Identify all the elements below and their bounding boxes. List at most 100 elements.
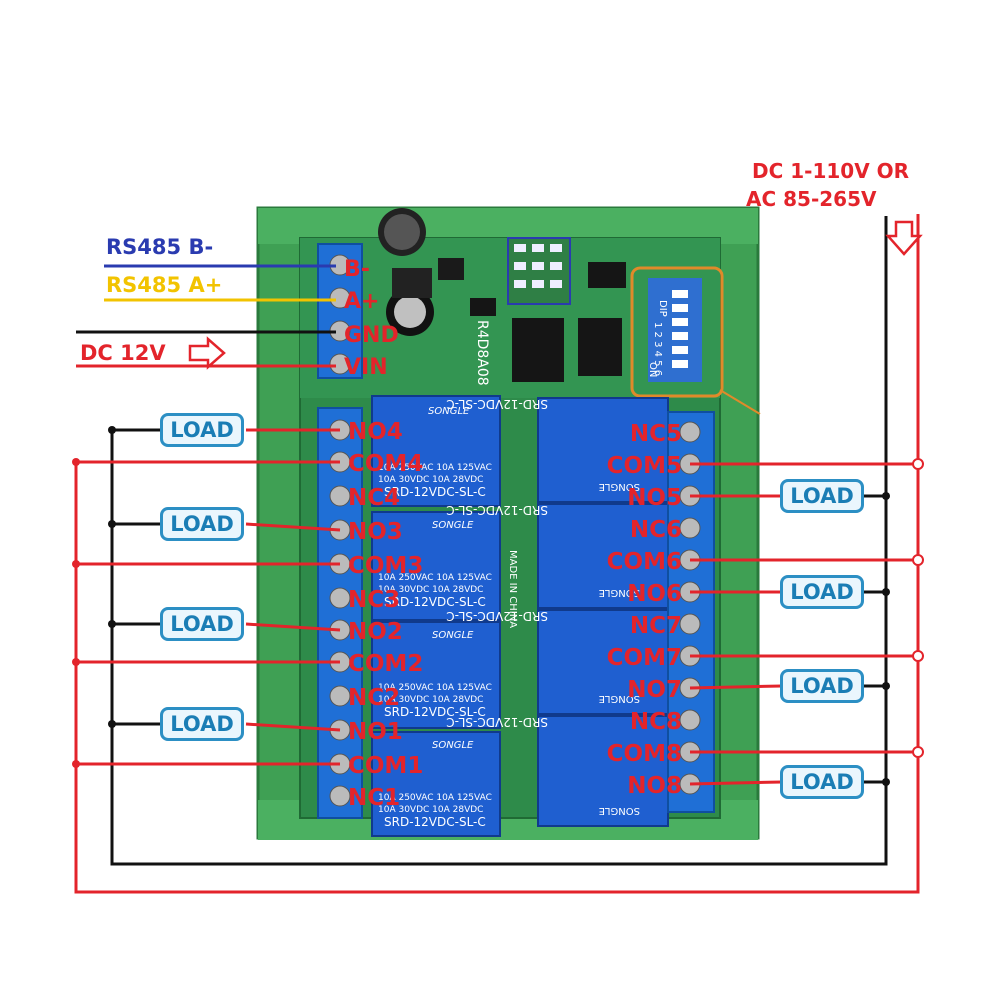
- load-right-3: LOAD: [780, 669, 864, 703]
- capacitor-mid-cap: [394, 296, 426, 328]
- terminal-vin-label: VIN: [344, 355, 388, 380]
- load-left-4: LOAD: [160, 707, 244, 741]
- load-right-2: LOAD: [780, 575, 864, 609]
- junction-right-red-1: [912, 458, 924, 470]
- relay-rating2-l3: 10A 30VDC 10A 28VDC: [378, 695, 483, 705]
- supply-black-loop: [110, 216, 888, 866]
- ic-driver-1: [578, 318, 622, 376]
- relay-model-r3: SRD-12VDC-SL-C: [446, 609, 548, 623]
- junction-left-red-3: [72, 658, 80, 666]
- relay-brand-l2: SONGLE: [432, 520, 474, 531]
- relay-pin-labels: NO4COM4NC4NO3COM3NC3NO2COM2NC2NO1COM1NC1…: [348, 419, 682, 811]
- relay-model-r1: SRD-12VDC-SL-C: [446, 397, 548, 411]
- ic-driver-2: [588, 262, 626, 288]
- relay-rating1-l1: 10A 250VAC 10A 125VAC: [378, 463, 492, 473]
- relay-brand-r3: SONGLE: [599, 693, 640, 704]
- right-screw-1: [679, 421, 701, 443]
- power-terminal-screws: [329, 254, 351, 375]
- rs485-a-label: RS485 A+: [106, 273, 222, 297]
- relay-rating2-l4: 10A 30VDC 10A 28VDC: [378, 805, 483, 815]
- right-screw-10: [679, 709, 701, 731]
- right-pin-no8: NO8: [627, 773, 682, 799]
- supply-arrow: [885, 220, 923, 256]
- dc12-label: DC 12V: [80, 341, 166, 365]
- right-pin-com5: COM5: [607, 453, 682, 479]
- load-wires: [72, 426, 924, 786]
- left-pin-no2: NO2: [348, 619, 403, 645]
- left-screw-9: [329, 685, 351, 707]
- ic-small: [438, 258, 464, 280]
- dip-highlight: [630, 266, 724, 398]
- right-pin-nc6: NC6: [630, 517, 682, 543]
- supply-label-line2: AC 85-265V: [746, 187, 877, 211]
- right-pin-nc5: NC5: [630, 421, 682, 447]
- load-right-4: LOAD: [780, 765, 864, 799]
- supply-red-loop: [74, 214, 920, 894]
- relay-model-l4: SRD-12VDC-SL-C: [384, 815, 486, 829]
- relay-model-l1: SRD-12VDC-SL-C: [384, 485, 486, 499]
- left-pin-nc4: NC4: [348, 485, 400, 511]
- relay-model-r2: SRD-12VDC-SL-C: [446, 503, 548, 517]
- relay-brand-r2: SONGLE: [599, 587, 640, 598]
- load-right-1: LOAD: [780, 479, 864, 513]
- led-array: [514, 244, 562, 288]
- right-pin-com6: COM6: [607, 549, 682, 575]
- terminal-b-label: B-: [344, 257, 370, 282]
- left-screw-3: [329, 485, 351, 507]
- left-pin-com1: COM1: [348, 753, 423, 779]
- junction-left-black-1: [108, 426, 116, 434]
- ic-mcu: [512, 318, 564, 382]
- left-pin-no4: NO4: [348, 419, 403, 445]
- right-pin-nc7: NC7: [630, 613, 682, 639]
- relay-rating2-l1: 10A 30VDC 10A 28VDC: [378, 475, 483, 485]
- junction-right-red-4: [912, 746, 924, 758]
- load-left-2: LOAD: [160, 507, 244, 541]
- board-model: R4D8A08: [474, 320, 490, 386]
- left-pin-nc3: NC3: [348, 587, 400, 613]
- supply-label-line1: DC 1-110V OR: [752, 159, 909, 183]
- left-pin-nc2: NC2: [348, 685, 400, 711]
- junction-right-red-2: [912, 554, 924, 566]
- right-pin-no7: NO7: [627, 677, 682, 703]
- junction-right-black-3: [882, 682, 890, 690]
- relay-brand-l4: SONGLE: [432, 740, 474, 751]
- relay-brand-l1: SONGLE: [428, 406, 470, 417]
- dip-pointer: [719, 389, 761, 415]
- ic-driver-3: [470, 298, 496, 316]
- left-pin-com3: COM3: [348, 553, 423, 579]
- junction-right-red-3: [912, 650, 924, 662]
- junction-right-black-1: [882, 492, 890, 500]
- relay-brand-l3: SONGLE: [432, 630, 474, 641]
- terminal-a-label: A+: [344, 289, 379, 314]
- junction-left-red-2: [72, 560, 80, 568]
- right-screw-7: [679, 613, 701, 635]
- wire-right-load-red-3: [689, 684, 783, 690]
- terminal-gnd-label: GND: [344, 323, 399, 348]
- left-terminal-strip: [317, 407, 363, 819]
- left-pin-com4: COM4: [348, 451, 423, 477]
- dip-on: ON: [647, 362, 658, 377]
- right-pin-no5: NO5: [627, 485, 682, 511]
- regulator: [392, 268, 432, 298]
- left-pin-nc1: NC1: [348, 785, 400, 811]
- left-screw-6: [329, 587, 351, 609]
- relay-rating2-l2: 10A 30VDC 10A 28VDC: [378, 585, 483, 595]
- wire-left-load-red-3: [245, 622, 341, 632]
- junction-right-black-4: [882, 778, 890, 786]
- left-pin-no1: NO1: [348, 719, 403, 745]
- dip-levers: [672, 290, 688, 368]
- load-left-1: LOAD: [160, 413, 244, 447]
- relay-brand-r4: SONGLE: [599, 805, 640, 816]
- relay-rating1-l4: 10A 250VAC 10A 125VAC: [378, 793, 492, 803]
- relays-left: [371, 395, 501, 837]
- relay-model-r4: SRD-12VDC-SL-C: [446, 715, 548, 729]
- left-pin-com2: COM2: [348, 651, 423, 677]
- made-in-label: MADE IN CHINA: [507, 550, 518, 628]
- junction-right-black-2: [882, 588, 890, 596]
- dip-label-text: DIP: [657, 300, 668, 317]
- junction-left-red-1: [72, 458, 80, 466]
- left-screw-12: [329, 785, 351, 807]
- right-pin-com7: COM7: [607, 645, 682, 671]
